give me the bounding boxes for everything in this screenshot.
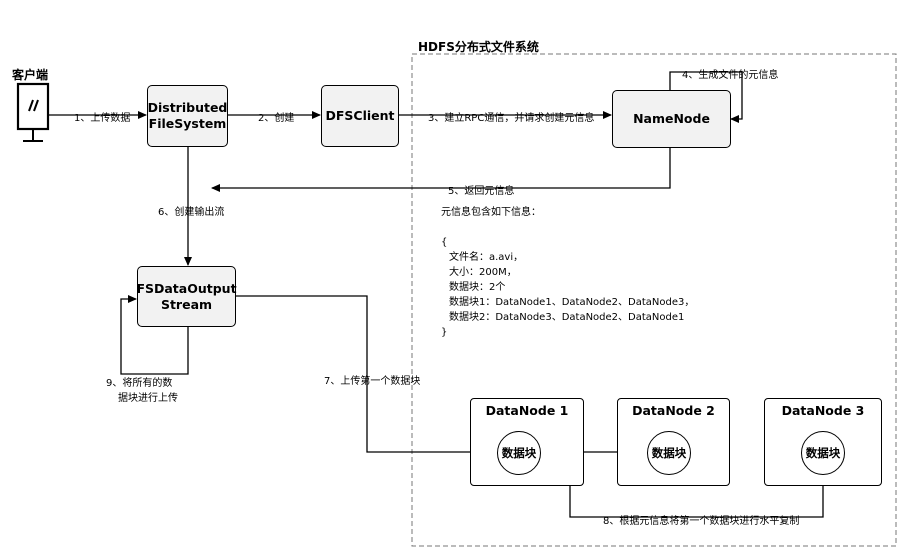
metadata-block1: 数据块1：DataNode1、DataNode2、DataNode3， <box>449 297 695 308</box>
step-9-label-line2: 据块进行上传 <box>118 393 178 404</box>
metadata-open-brace: { <box>441 237 448 248</box>
hdfs-group-border <box>411 53 897 547</box>
datanode-2: DataNode 2 数据块 <box>617 398 730 486</box>
fs-data-output-stream-box: FSDataOutput Stream <box>136 266 237 327</box>
datanode-2-block: 数据块 <box>647 431 691 475</box>
datanode-2-title: DataNode 2 <box>632 403 715 418</box>
step-5-label: 5、返回元信息 <box>448 186 515 197</box>
arrow-4 <box>669 71 743 123</box>
datanode-1: DataNode 1 数据块 <box>470 398 584 486</box>
datanode-1-title: DataNode 1 <box>485 403 569 418</box>
step-8-label: 8、根据元信息将第一个数据块进行水平复制 <box>603 516 800 527</box>
datanode-3-title: DataNode 3 <box>781 403 865 418</box>
dfs-client-box: DFSClient <box>321 85 399 147</box>
step-9-label-line1: 9、将所有的数 <box>106 378 173 389</box>
step-6-label: 6、创建输出流 <box>158 207 225 218</box>
datanode-3-block: 数据块 <box>801 431 845 475</box>
metadata-block2: 数据块2：DataNode3、DataNode2、DataNode1 <box>449 312 685 323</box>
metadata-size: 大小：200M， <box>449 267 517 278</box>
arrow-5 <box>211 148 671 192</box>
datanode-1-block: 数据块 <box>497 431 541 475</box>
metadata-heading: 元信息包含如下信息： <box>441 207 541 218</box>
metadata-close-brace: } <box>441 327 448 338</box>
step-3-label: 3、建立RPC通信，并请求创建元信息 <box>428 113 595 124</box>
distributed-filesystem-box: Distributed FileSystem <box>147 85 228 147</box>
step-4-label: 4、生成文件的元信息 <box>682 70 779 81</box>
namenode-box: NameNode <box>612 90 731 148</box>
client-label: 客户端 <box>12 68 49 82</box>
step-2-label: 2、创建 <box>258 113 295 124</box>
metadata-block-count: 数据块：2个 <box>449 282 506 293</box>
arrow-9 <box>120 295 189 375</box>
step-7-label: 7、上传第一个数据块 <box>324 376 421 387</box>
arrow-7 <box>236 295 497 456</box>
datanode-3: DataNode 3 数据块 <box>764 398 882 486</box>
client-device-icon <box>16 82 50 142</box>
hdfs-group-title: HDFS分布式文件系统 <box>418 40 539 54</box>
metadata-filename: 文件名：a.avi， <box>449 252 524 263</box>
step-1-label: 1、上传数据 <box>74 113 131 124</box>
